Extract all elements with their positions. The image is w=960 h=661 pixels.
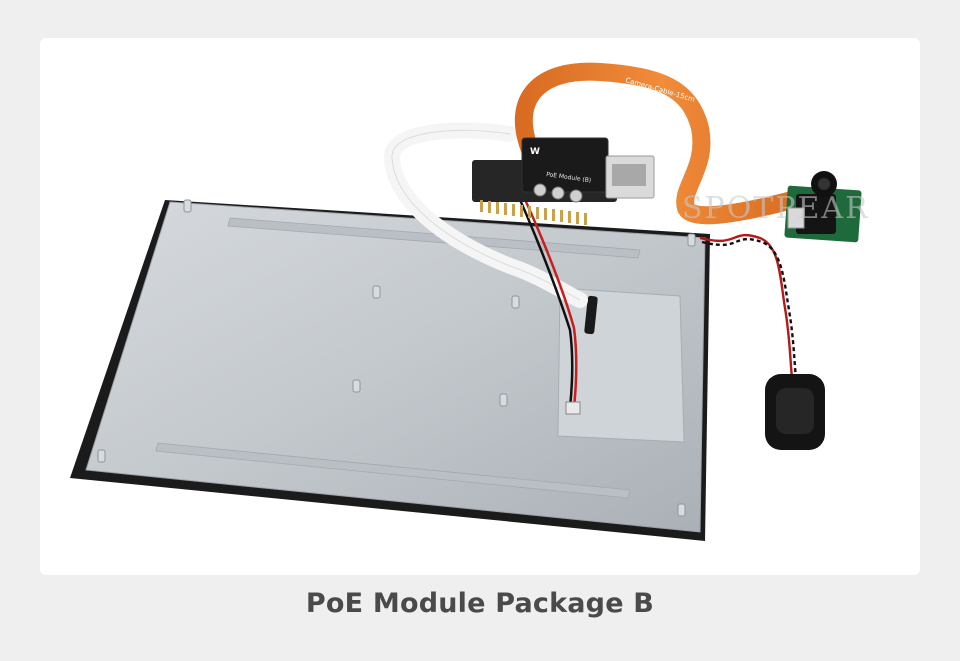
product-photo-card: Camera-Cable-15cm W PoE Module — [40, 38, 920, 575]
product-photo: Camera-Cable-15cm W PoE Module — [70, 62, 870, 541]
watermark-text: SPOTPEAR — [682, 191, 870, 226]
waveshare-logo-icon: W — [530, 147, 540, 157]
speaker — [765, 374, 825, 450]
camera-module — [784, 171, 862, 243]
display-panel — [70, 199, 710, 541]
panel-wire — [508, 167, 578, 409]
poe-module-board: W PoE Module (B) — [472, 137, 655, 225]
camera-ribbon-cable — [514, 62, 809, 225]
speaker-wire — [699, 233, 794, 379]
product-caption: PoE Module Package B — [305, 588, 655, 619]
